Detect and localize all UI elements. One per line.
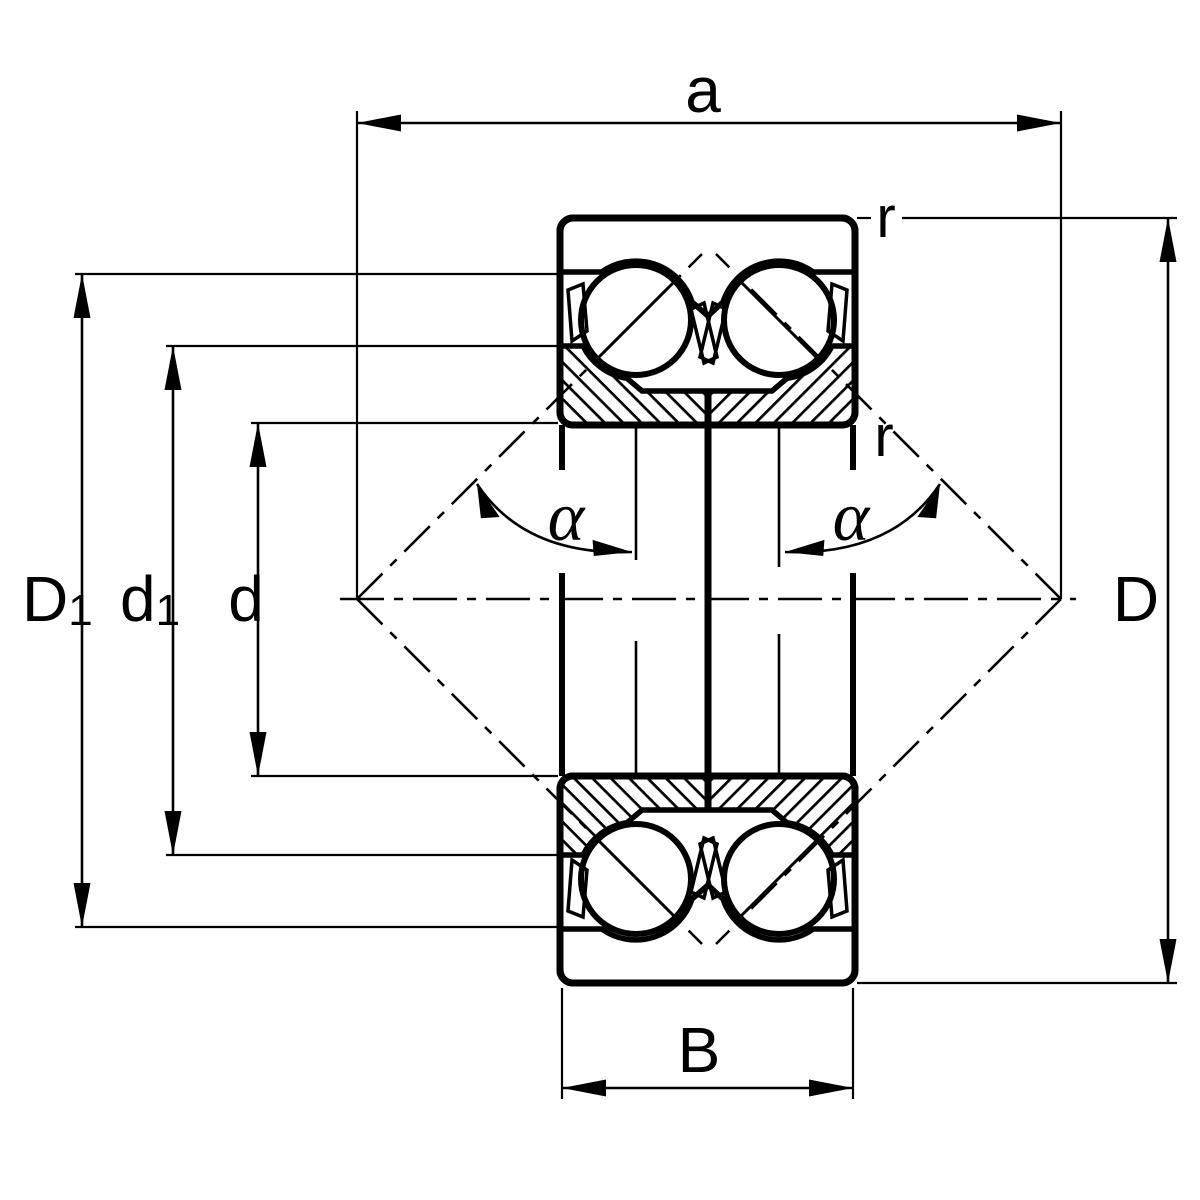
- dimension-d: d: [228, 421, 558, 778]
- ball-bottom-left: [578, 821, 694, 937]
- dimension-D: D: [857, 216, 1177, 985]
- ball-top-right: [721, 262, 837, 378]
- arrowhead-B-right: [809, 1079, 853, 1097]
- angle-alpha-right: α: [784, 479, 942, 557]
- arrowhead-D1-bottom: [73, 883, 91, 927]
- label-r-top: r: [876, 185, 895, 250]
- label-D: D: [1113, 563, 1159, 635]
- top-bearing-section: [556, 214, 859, 429]
- arrowhead-d1-top: [164, 346, 182, 390]
- label-d1: d1: [120, 563, 180, 635]
- cage-rail-top-left: [566, 281, 589, 345]
- contact-mark-ball-bottom-right: [739, 838, 819, 918]
- label-alpha-right: α: [833, 479, 871, 556]
- dimension-a: a: [355, 54, 1063, 599]
- label-d: d: [228, 563, 264, 635]
- arrowhead-D1-top: [73, 274, 91, 318]
- cage-center-bottom-b: [697, 835, 729, 901]
- contact-line-right-down: [715, 598, 1062, 945]
- contact-angle-lines: [356, 253, 1062, 945]
- bottom-bearing-section: [556, 772, 859, 987]
- cage-center-bottom-a: [688, 835, 720, 901]
- arrowhead-d1-bottom: [164, 811, 182, 855]
- arrowhead-alpha-right-upper: [917, 484, 940, 519]
- contact-mark-ball-bottom-left: [596, 838, 676, 918]
- silhouette-lines: [559, 391, 856, 810]
- cage-rail-bottom-left: [566, 856, 589, 920]
- arrowhead-a-left: [357, 114, 401, 132]
- ball-top-left: [578, 262, 694, 378]
- arrowhead-alpha-left-lower: [592, 539, 632, 557]
- arrowhead-D-bottom: [1159, 939, 1177, 983]
- label-alpha-left: α: [548, 479, 586, 556]
- label-D1: D1: [22, 563, 93, 635]
- contact-mark-ball-top-right: [739, 280, 819, 360]
- dimension-D1: D1: [22, 272, 558, 929]
- arrowhead-B-left: [562, 1079, 606, 1097]
- cage-center-top-a: [688, 300, 720, 366]
- cage-rail-top-right: [826, 281, 849, 345]
- arrowhead-d-top: [249, 423, 267, 467]
- arrowhead-alpha-left-upper: [477, 484, 500, 519]
- outer-ring-bottom: [557, 881, 858, 986]
- arrowhead-alpha-right-lower: [785, 539, 825, 557]
- cage-top: [566, 281, 849, 366]
- dimension-d1: d1: [120, 344, 558, 857]
- ball-bottom-right: [721, 821, 837, 937]
- cage-rail-bottom-right: [826, 856, 849, 920]
- contact-mark-ball-top-left: [596, 280, 676, 360]
- label-B: B: [678, 1014, 721, 1086]
- arrowhead-D-top: [1159, 218, 1177, 262]
- label-r-bottom: r: [874, 404, 893, 469]
- cage-bottom: [566, 835, 849, 920]
- arrowhead-d-bottom: [249, 732, 267, 776]
- inner-ring-top: [557, 343, 858, 428]
- angle-alpha-left: α: [475, 479, 633, 557]
- outer-ring-top: [557, 215, 858, 320]
- label-a: a: [685, 54, 721, 126]
- arrowhead-a-right: [1017, 114, 1061, 132]
- cage-center-top-b: [697, 300, 729, 366]
- dimension-B: B: [560, 988, 855, 1099]
- outer-ring-bottom-hatch: [557, 881, 858, 986]
- outer-ring-top-hatch: [557, 215, 858, 320]
- contact-line-right-up: [715, 253, 1062, 600]
